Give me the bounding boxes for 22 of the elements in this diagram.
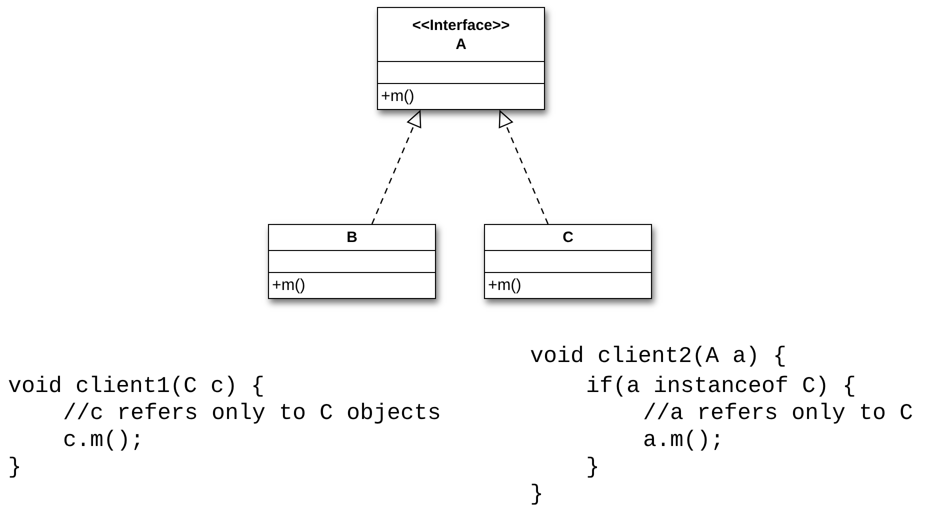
class-box [377,7,545,110]
code-line: void client2(A a) { [530,343,787,370]
code-line: //c refers only to C objects [63,400,442,427]
class-name: A [456,34,466,54]
method-text: +m() [272,276,306,296]
code-line: //a refers only to C [643,400,914,427]
code-line: a.m(); [643,427,724,454]
class-name: <<Interface>> [412,16,510,34]
class-name: B [346,228,358,247]
code-line: c.m(); [63,427,144,454]
code-line: void client1(C c) { [8,373,265,400]
code-line: } [586,454,600,481]
code-line: if(a instanceof C) { [586,373,856,400]
realization-arrow [498,110,549,224]
class-box [268,224,436,299]
realization-arrow [371,110,422,224]
method-text: +m() [488,276,522,296]
code-line: } [530,481,544,508]
code-line: } [8,454,22,481]
class-name: C [562,228,574,247]
method-text: +m() [381,86,414,106]
class-box [484,224,652,299]
